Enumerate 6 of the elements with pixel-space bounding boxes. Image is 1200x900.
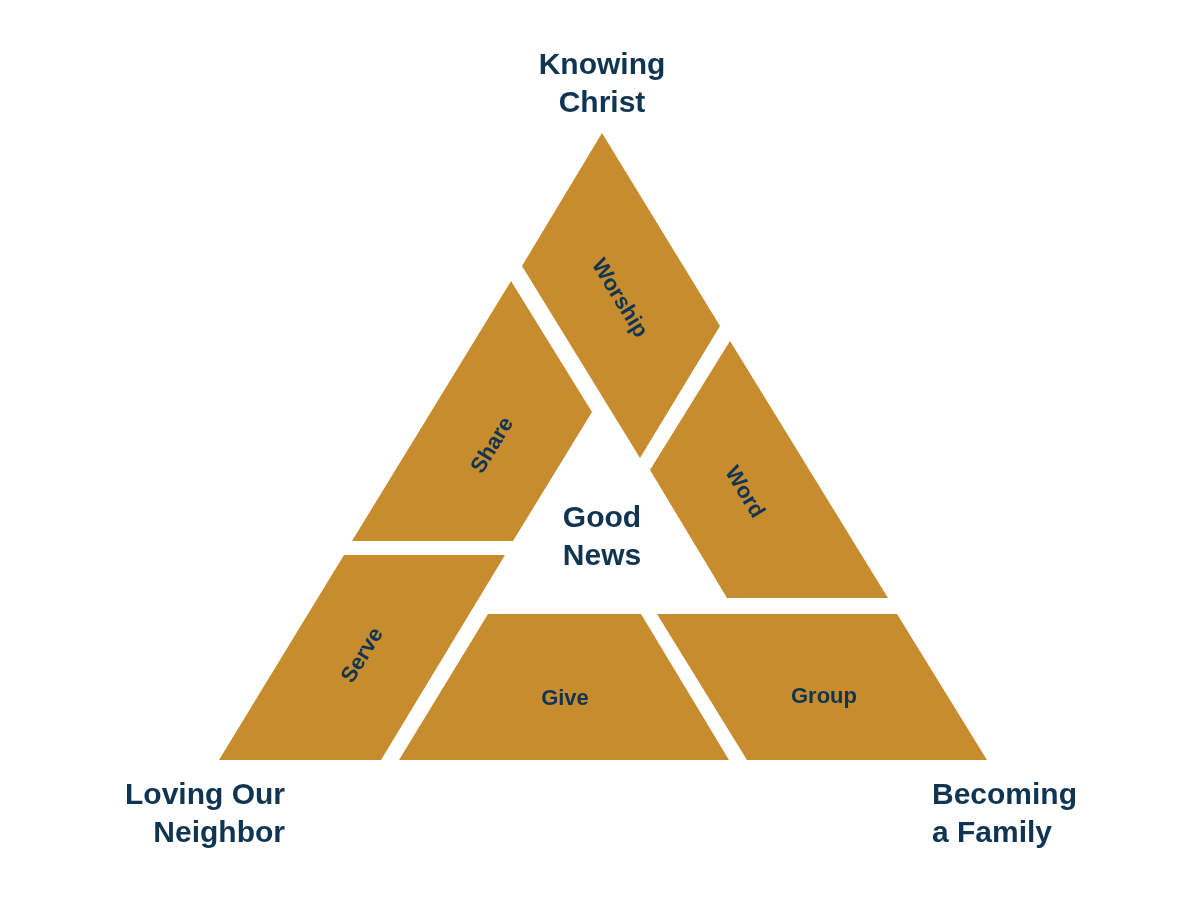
vertex-label: Loving Our Neighbor xyxy=(124,776,285,851)
vertex-label: Becoming a Family xyxy=(932,776,1079,851)
center-label: Good News xyxy=(561,499,643,574)
segment-label: Group xyxy=(791,683,857,709)
segment-label: Give xyxy=(541,685,589,711)
vertex-label: Knowing Christ xyxy=(537,46,667,121)
